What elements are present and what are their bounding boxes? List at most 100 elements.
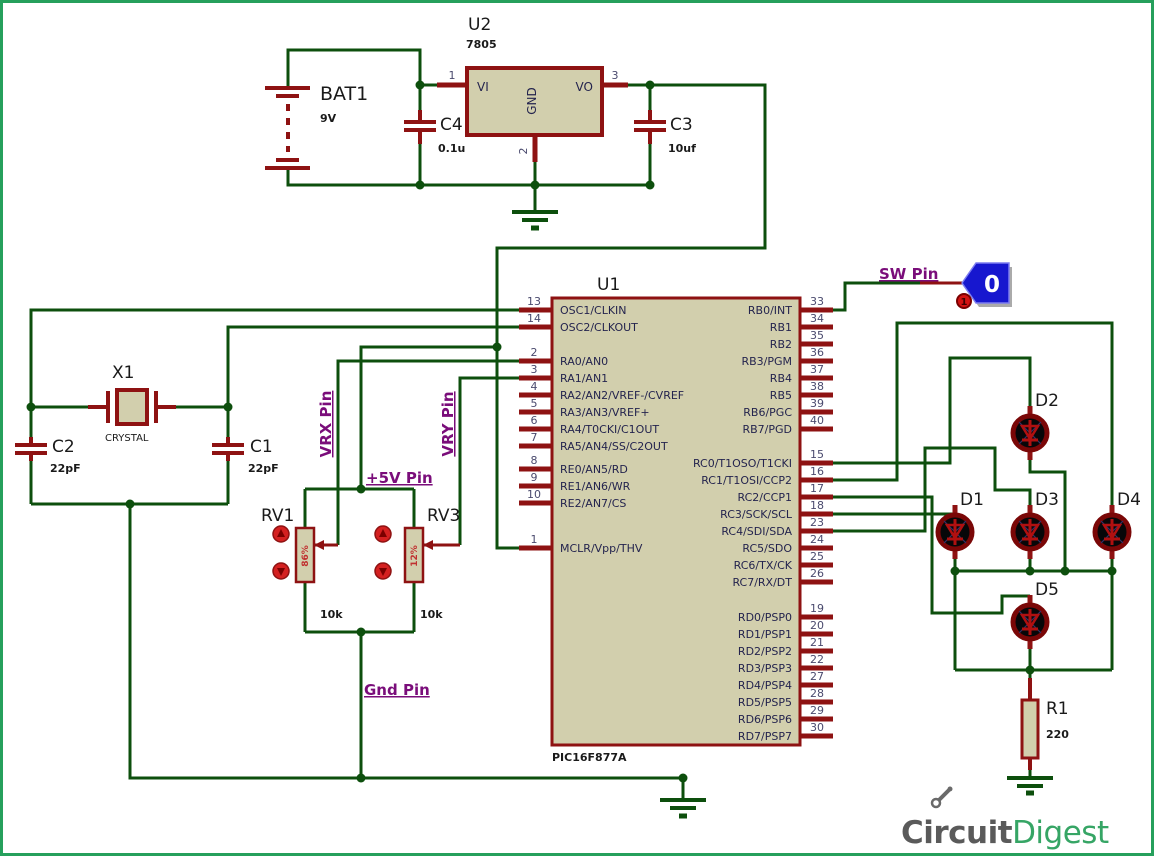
wire-sw: [833, 281, 920, 312]
mcu-pin-name: OSC2/CLKOUT: [560, 321, 638, 334]
mcu-chip: U1 PIC16F877A 13OSC1/CLKIN14OSC2/CLKOUT2…: [519, 275, 833, 764]
mcu-pin-number: 40: [810, 414, 824, 427]
mcu-pin-name: RA3/AN3/VREF+: [560, 406, 650, 419]
mcu-pin-name: RB0/INT: [748, 304, 792, 317]
capacitor-c4: C4 0.1u: [404, 110, 465, 155]
logic-state-value: 0: [984, 272, 1000, 298]
down-arrow-icon: [277, 568, 285, 576]
mcu-pin-number: 16: [810, 465, 824, 478]
crystal-ref: X1: [112, 363, 134, 383]
mcu-pin-name: RB3/PGM: [741, 355, 792, 368]
potentiometer-rv3: 12% RV3 10k: [374, 506, 460, 621]
mcu-pin-name: RD5/PSP5: [738, 696, 792, 709]
wire: [286, 48, 422, 88]
regulator-value: 7805: [466, 38, 497, 51]
mcu-pin-name: RC6/TX/CK: [734, 559, 793, 572]
mcu-pins: 13OSC1/CLKIN14OSC2/CLKOUT2RA0/AN03RA1/AN…: [519, 295, 833, 743]
capacitor-c1: C1 22pF: [212, 437, 279, 475]
mcu-pin-name: RA1/AN1: [560, 372, 608, 385]
mcu-pin-name: RD6/PSP6: [738, 713, 792, 726]
led-label: D1: [960, 490, 984, 510]
mcu-pin-number: 33: [810, 295, 824, 308]
regulator-pin-out: 3: [612, 69, 619, 82]
mcu-pin-name: RA5/AN4/SS/C2OUT: [560, 440, 668, 453]
c1-value: 22pF: [248, 462, 279, 475]
led-label: D5: [1035, 580, 1059, 600]
c2-value: 22pF: [50, 462, 81, 475]
mcu-pin-name: RE0/AN5/RD: [560, 463, 628, 476]
mcu-pin-number: 36: [810, 346, 824, 359]
mcu-pin-name: RB5: [770, 389, 792, 402]
mcu-pin-number: 5: [531, 397, 538, 410]
mcu-pin-number: 18: [810, 499, 824, 512]
mcu-pin-number: 2: [531, 346, 538, 359]
logo-tool-tip: [947, 786, 953, 792]
logic-state-toggle[interactable]: 0 1: [956, 262, 1012, 309]
wire-osc2: [226, 325, 519, 407]
regulator-gnd-label: GND: [525, 87, 539, 115]
mcu-pin-number: 37: [810, 363, 824, 376]
mcu-pin-name: RC1/T1OSI/CCP2: [701, 474, 792, 487]
wire-vrx: [336, 359, 519, 545]
wire-rc1-d4: [833, 321, 1114, 505]
led-D2: D2: [1010, 391, 1059, 460]
regulator-vi-label: VI: [477, 80, 489, 94]
voltage-regulator: U2 7805 VI VO GND 1 3 2: [437, 15, 628, 162]
mcu-pin-number: 13: [527, 295, 541, 308]
led-label: D2: [1035, 391, 1059, 411]
wire: [1028, 460, 1067, 571]
crystal-value: CRYSTAL: [105, 433, 149, 444]
mcu-pin-number: 34: [810, 312, 824, 325]
wire-ground-run: [128, 504, 685, 800]
led-D5: D5: [1010, 580, 1059, 649]
logic-toggle-badge[interactable]: [956, 293, 972, 309]
c4-value: 0.1u: [438, 142, 465, 155]
mcu-pin-name: RB4: [770, 372, 792, 385]
rv1-percent: 86%: [301, 545, 311, 567]
r1-ref: R1: [1046, 699, 1069, 719]
battery: BAT1 9V: [265, 83, 368, 170]
mcu-pin-number: 23: [810, 516, 824, 529]
mcu-pin-number: 28: [810, 687, 824, 700]
mcu-pin-number: 22: [810, 653, 824, 666]
mcu-pin-number: 19: [810, 602, 824, 615]
mcu-pin-number: 29: [810, 704, 824, 717]
mcu-pin-name: RC2/CCP1: [738, 491, 792, 504]
rv3-ref: RV3: [427, 506, 460, 526]
regulator-pin-gnd: 2: [517, 148, 530, 155]
up-arrow-icon: [379, 529, 387, 537]
mcu-pin-name: RD2/PSP2: [738, 645, 792, 658]
junction-dots: [26, 80, 1117, 783]
c1-ref: C1: [250, 437, 273, 457]
logo-part-circuit: Circuit: [901, 815, 1013, 851]
mcu-pin-number: 24: [810, 533, 824, 546]
regulator-ref: U2: [468, 15, 491, 35]
mcu-pin-name: RC5/SDO: [742, 542, 792, 555]
mcu-pin-number: 6: [531, 414, 538, 427]
battery-ref: BAT1: [320, 83, 368, 105]
mcu-pin-number: 25: [810, 550, 824, 563]
mcu-pin-number: 21: [810, 636, 824, 649]
wire-osc1: [29, 308, 519, 407]
r1-value: 220: [1046, 728, 1069, 741]
ground-symbol-regulator: [512, 210, 558, 231]
logo-tool-handle: [937, 788, 951, 802]
c4-ref: C4: [440, 115, 463, 135]
led-label: D3: [1035, 490, 1059, 510]
mcu-pin-number: 1: [531, 533, 538, 546]
mcu-pin-number: 8: [531, 454, 538, 467]
regulator-pin-in: 1: [449, 69, 456, 82]
mcu-pin-name: RC4/SDI/SDA: [721, 525, 792, 538]
led-D4: D4: [1092, 490, 1141, 559]
mcu-pin-number: 39: [810, 397, 824, 410]
battery-value: 9V: [320, 112, 337, 125]
wire-vry: [458, 376, 519, 545]
mcu-pin-number: 38: [810, 380, 824, 393]
mcu-pin-name: RE2/AN7/CS: [560, 497, 626, 510]
mcu-pin-number: 14: [527, 312, 541, 325]
c2-ref: C2: [52, 437, 75, 457]
regulator-vo-label: VO: [576, 80, 593, 94]
mcu-pin-name: RA0/AN0: [560, 355, 608, 368]
